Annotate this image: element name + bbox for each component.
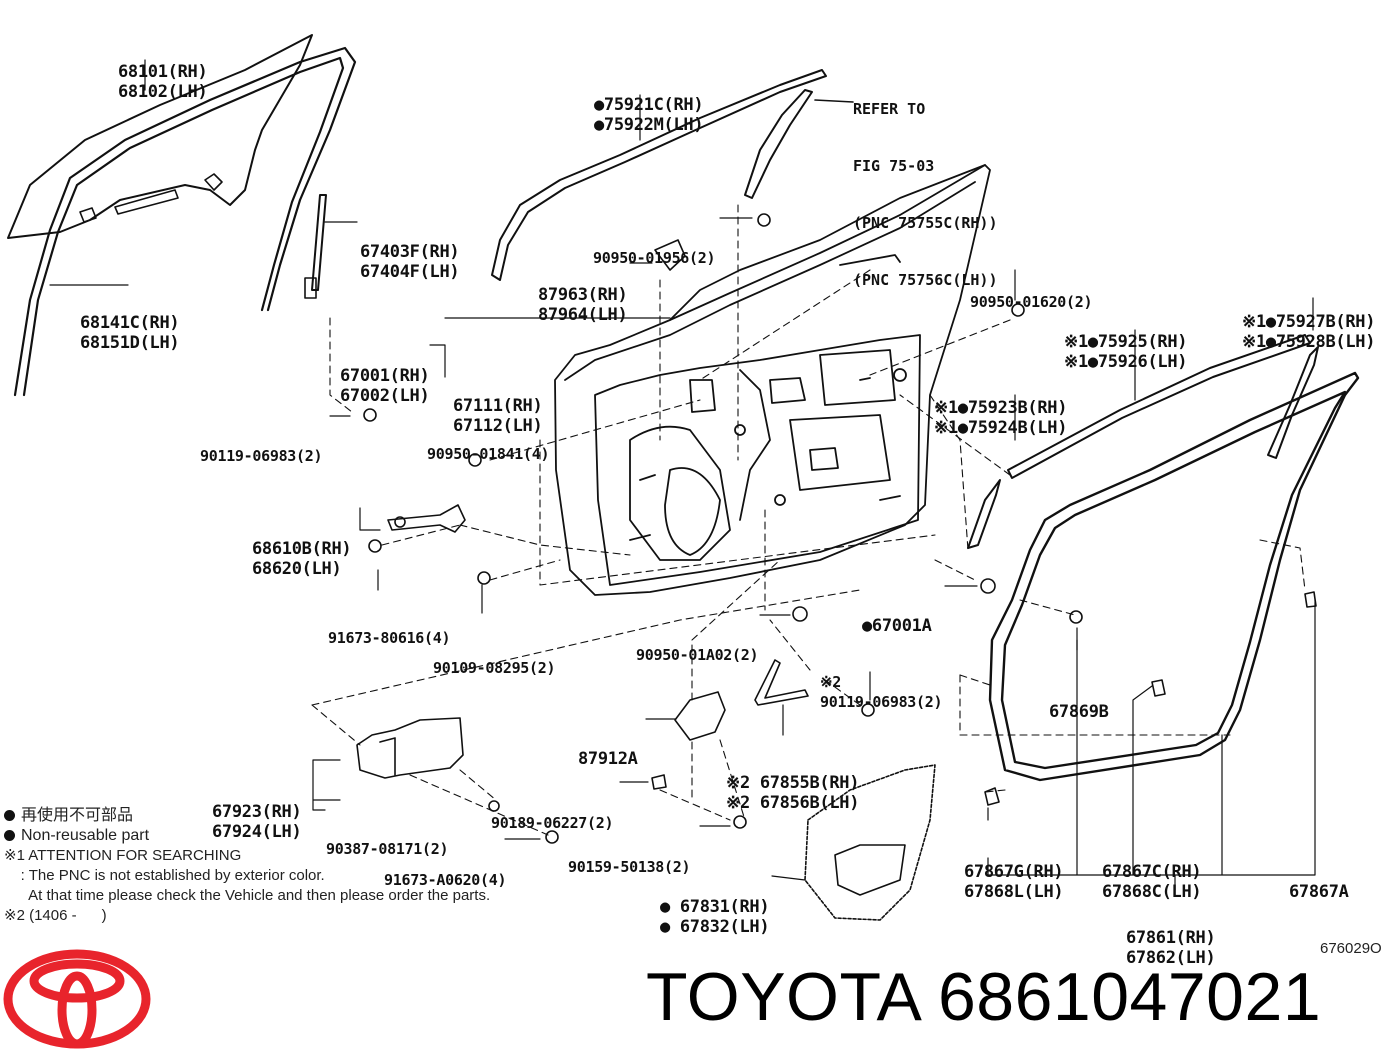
upper-moulding-drawing <box>491 69 827 281</box>
handle-frame-drawing <box>674 691 726 741</box>
part-number: 6861047021 <box>937 959 1322 1035</box>
part-label-67111: 67111(RH)67112(LH) <box>453 396 543 436</box>
toyota-logo-icon <box>3 949 151 1049</box>
part-label-87963: 87963(RH)87964(LH) <box>538 285 628 325</box>
brand-name: TOYOTA <box>646 959 919 1035</box>
part-label-91673-80616: 91673-80616(4) <box>328 629 451 647</box>
legend-jp-row: 再使用不可部品 <box>4 806 490 826</box>
part-label-67923: 67923(RH)67924(LH) <box>212 802 302 842</box>
part-label-75925: ※1●75925(RH)※1●75926(LH) <box>1064 332 1188 372</box>
front-garnish-drawing <box>967 479 1001 549</box>
part-label-90159-50138: 90159-50138(2) <box>568 858 691 876</box>
figure-id: 676029O <box>1320 940 1382 957</box>
front-door-panel-drawing <box>554 164 991 596</box>
lock-cover-drawing <box>356 717 464 779</box>
part-label-67867g: 67867G(RH)67868L(LH) <box>964 862 1064 902</box>
dashed-lines <box>311 204 1306 836</box>
part-label-75921c: ●75921C(RH)●75922M(LH) <box>594 95 704 135</box>
bracket-87963-drawing <box>654 239 686 271</box>
legend-en-text: Non-reusable part <box>21 827 150 844</box>
part-label-67831: ● 67831(RH)● 67832(LH) <box>660 897 770 937</box>
bullet-icon <box>4 810 15 821</box>
rear-lower-channel-drawing <box>304 194 327 299</box>
note1-line1: : The PNC is not established by exterior… <box>4 867 325 884</box>
rear-garnish-drawing <box>1267 346 1319 459</box>
note1-line2: At that time please check the Vehicle an… <box>4 887 491 904</box>
legend-en-row: Non-reusable part <box>4 826 490 846</box>
belt-weatherstrip-drawing <box>1007 334 1311 479</box>
part-label-67869b: 67869B <box>1049 702 1109 722</box>
part-label-67403f: 67403F(RH)67404F(LH) <box>360 242 460 282</box>
part-label-90950-01620: 90950-01620(2) <box>970 293 1093 311</box>
part-label-67001a: ●67001A <box>862 616 932 636</box>
bracket-67855-drawing <box>754 659 809 706</box>
part-label-87912a: 87912A <box>578 749 638 769</box>
part-label-90950-01a02: 90950-01A02(2) <box>636 646 759 664</box>
note1-title: ※1 ATTENTION FOR SEARCHING <box>4 847 242 864</box>
part-label-90189-06227: 90189-06227(2) <box>491 814 614 832</box>
part-label-68141c: 68141C(RH)68151D(LH) <box>80 313 180 353</box>
legend-jp-text: 再使用不可部品 <box>21 807 134 824</box>
part-label-67867a: 67867A <box>1289 882 1349 902</box>
brand-and-part-number: TOYOTA 6861047021 <box>646 958 1321 1036</box>
part-label-90119-06983-a: 90119-06983(2) <box>200 447 323 465</box>
part-label-68610b: 68610B(RH)68620(LH) <box>252 539 352 579</box>
part-label-91673-a0620: 91673-A0620(4) <box>384 871 507 889</box>
part-label-90109-08295: 90109-08295(2) <box>433 659 556 677</box>
inner-handle-bezel-drawing <box>804 764 936 921</box>
part-label-68101: 68101(RH)68102(LH) <box>118 62 208 102</box>
legend: 再使用不可部品 Non-reusable part ※1 ATTENTION F… <box>4 806 490 926</box>
part-label-67001: 67001(RH)67002(LH) <box>340 366 430 406</box>
part-label-67855b: ※2 67855B(RH)※2 67856B(LH) <box>726 773 860 813</box>
part-label-75923b: ※1●75923B(RH)※1●75924B(LH) <box>934 398 1068 438</box>
bullet-icon <box>4 830 15 841</box>
part-label-67867c: 67867C(RH)67868C(LH) <box>1102 862 1202 902</box>
refer-note: REFER TO FIG 75-03 (PNC 75755C(RH)) (PNC… <box>853 100 998 289</box>
division-bar-drawing <box>744 89 813 199</box>
door-glass-drawing <box>7 34 313 239</box>
part-label-90387-08171: 90387-08171(2) <box>326 840 449 858</box>
part-label-90950-01841: 90950-01841(4) <box>427 445 550 463</box>
part-label-67861: 67861(RH)67862(LH) <box>1126 928 1216 968</box>
part-label-90950-01956: 90950-01956(2) <box>593 249 716 267</box>
door-check-drawing <box>387 504 466 533</box>
glass-run-channel-drawing <box>13 46 357 397</box>
leader-lines <box>49 59 1316 891</box>
part-label-75927b: ※1●75927B(RH)※1●75928B(LH) <box>1242 312 1376 352</box>
note2: ※2 (1406 - ) <box>4 907 107 924</box>
